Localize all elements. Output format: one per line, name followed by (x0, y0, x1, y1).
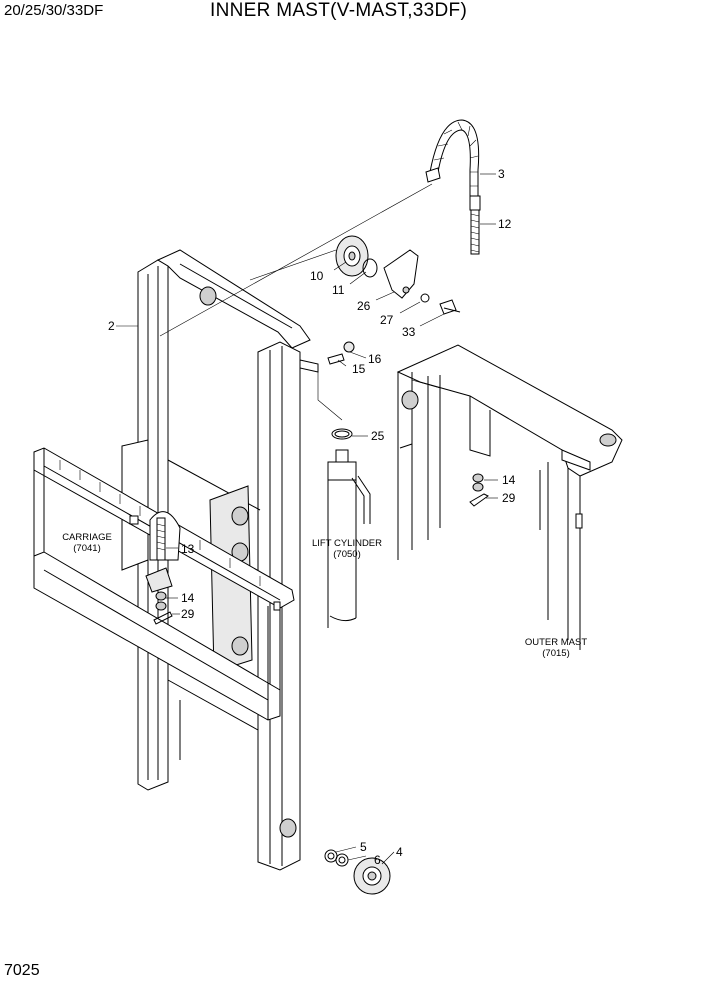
reference-labels: CARRIAGE (7041) LIFT CYLINDER (7050) OUT… (62, 532, 587, 659)
callout-33: 33 (402, 325, 416, 339)
model-label: 20/25/30/33DF (4, 2, 104, 19)
pin-and-nut-drawing (327, 341, 355, 365)
callout-numbers: 3 12 10 11 26 27 33 2 16 15 25 14 29 13 … (108, 167, 516, 867)
lift-cylinder-drawing (317, 372, 371, 628)
lift-cylinder-code: (7050) (333, 549, 360, 560)
outer-nut-pin-drawing (469, 473, 489, 507)
callout-5: 5 (360, 840, 367, 854)
lift-cylinder-label: LIFT CYLINDER (312, 538, 382, 549)
callout-16: 16 (368, 352, 382, 366)
callout-11: 11 (332, 283, 345, 297)
sheave-bracket-drawing (249, 235, 461, 315)
callout-12: 12 (498, 217, 512, 231)
callout-leaders (116, 173, 498, 865)
page-title: INNER MAST(V-MAST,33DF) (210, 0, 468, 21)
callout-29-carriage: 29 (181, 607, 195, 621)
callout-10: 10 (310, 269, 324, 283)
roller-bearing-drawing (324, 849, 391, 895)
callout-29-outer: 29 (502, 491, 516, 505)
outer-mast-drawing (396, 344, 623, 650)
callout-14-outer: 14 (502, 473, 516, 487)
outer-mast-label: OUTER MAST (525, 637, 587, 648)
callout-6: 6 (374, 853, 381, 867)
callout-15: 15 (352, 362, 366, 376)
callout-3: 3 (498, 167, 505, 181)
callout-27: 27 (380, 313, 394, 327)
carriage-label: CARRIAGE (62, 532, 112, 543)
carriage-bolt-drawing (153, 517, 173, 625)
callout-4: 4 (396, 845, 403, 859)
carriage-code: (7041) (73, 543, 100, 554)
outer-mast-code: (7015) (542, 648, 569, 659)
callout-13: 13 (181, 542, 195, 556)
callout-25: 25 (371, 429, 385, 443)
callout-2: 2 (108, 319, 115, 333)
page-number: 7025 (4, 962, 40, 979)
chain-assembly-drawing (159, 119, 481, 337)
callout-26: 26 (357, 299, 371, 313)
callout-14-carriage: 14 (181, 591, 195, 605)
